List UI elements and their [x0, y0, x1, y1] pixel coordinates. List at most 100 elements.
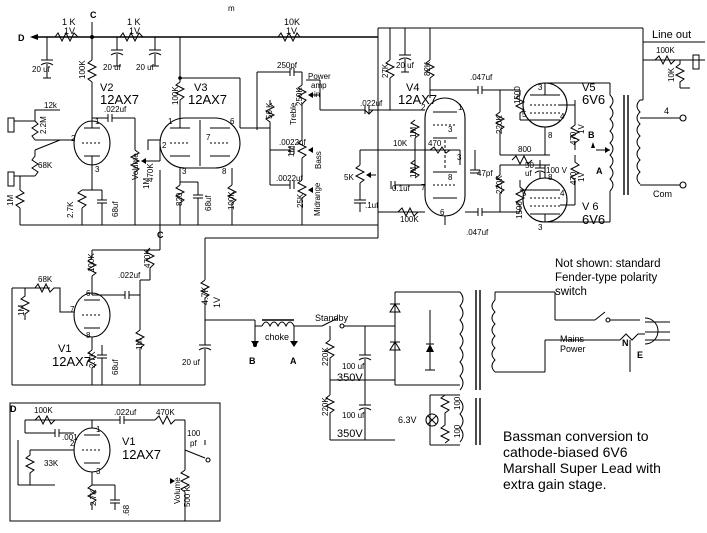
extra-volume-pot-value: 500 K — [183, 485, 192, 507]
v1-pin-6: 6 — [86, 289, 91, 298]
heater-resistor-bottom: 100 — [453, 424, 462, 438]
v1b-pin-3: 3 — [96, 467, 101, 476]
v1-input-resistor-mid: 68K — [38, 275, 53, 284]
v6-pin-8: 8 — [548, 173, 553, 182]
v4-tail-resistor: 470 — [428, 139, 442, 148]
com-label: Com — [653, 189, 672, 199]
v3-pin-8: 8 — [222, 167, 227, 176]
v1b-pin-2: 2 — [70, 439, 75, 448]
filter-cap-20uf-d-value: 20 uf — [396, 61, 415, 70]
tube-v1-bottom-label: V1 — [122, 436, 135, 448]
filter-cap-20uf-b-value: 20 uf — [103, 63, 122, 72]
v2-pin-2: 2 — [71, 134, 76, 143]
tube-v2-type: 12AX7 — [100, 92, 139, 107]
v6-pin-3: 3 — [538, 223, 543, 232]
v4-grid-resistor-a: 1M — [409, 127, 418, 138]
volume-bypass-resistor: 470K — [146, 163, 155, 182]
v3-pin-1: 1 — [168, 117, 173, 126]
extra-stage-series-resistor: 470K — [156, 408, 175, 417]
v5-pin-5: 5 — [522, 110, 527, 119]
tube-v6 — [522, 177, 568, 223]
v3-plate-resistor: 100K — [171, 86, 180, 105]
tone-cap-0022-mid: .0022uf — [279, 138, 306, 147]
screen-resistor-top: 470 — [569, 131, 578, 145]
line-out-label: Line out — [652, 29, 691, 41]
v4-bias-resistor: 10K — [393, 139, 408, 148]
v2-coupling-cap: .022uf — [104, 105, 127, 114]
mains-power-line2: Power — [560, 344, 586, 354]
extra-stage-coupling-cap: .022uf — [114, 408, 137, 417]
node-a-ot: A — [596, 166, 603, 176]
volume-label-v2: Volume — [131, 153, 140, 180]
line-out-resistor-100k: 100K — [656, 46, 675, 55]
v4-pin-1: 1 — [458, 103, 463, 112]
tube-v4 — [424, 97, 466, 217]
filter-cap-20uf-c — [148, 37, 162, 67]
node-d-top: D — [18, 33, 25, 43]
v3-pin-6: 6 — [230, 117, 235, 126]
tube-v3-label: V3 — [194, 82, 207, 94]
midrange-pot-value: 25K — [296, 193, 305, 208]
v1-pin-7: 7 — [70, 305, 75, 314]
screen-resistor-bottom-watt: 1V — [577, 172, 586, 182]
pi-47pf-cap: 47pf — [477, 169, 493, 178]
power-amp-in-line3: in — [314, 90, 320, 99]
v4-pin-8: 8 — [448, 173, 453, 182]
caption-line-1: Bassman conversion to — [503, 428, 649, 444]
v4-feedback-resistor: 100K — [400, 215, 419, 224]
line-out-resistor-10k: 10K — [667, 67, 676, 82]
bass-label: Bass — [314, 151, 323, 169]
v2-pin-3: 3 — [95, 165, 100, 174]
screen-resistor-top-watt: 1V — [577, 124, 586, 134]
tube-v6-type: 6V6 — [582, 212, 605, 227]
v5-pin-3: 3 — [538, 83, 543, 92]
midrange-label: Midrange — [313, 182, 322, 216]
rail-resistor-1k-b-voltage: 1V — [129, 26, 140, 36]
pi-output-cap-top: .047uf — [470, 73, 493, 82]
power-cathode-resistor: 800 — [518, 145, 532, 154]
rail-resistor-1k-b — [119, 31, 144, 43]
bright-cap-unit: pf — [190, 439, 197, 448]
heater-voltage: 6.3V — [398, 415, 417, 425]
v1-pin-8: 8 — [86, 331, 91, 340]
treble-pot-value: 250K — [295, 87, 304, 106]
power-grid-leak-top: 220K — [495, 115, 504, 134]
tube-v4-type: 12AX7 — [398, 92, 437, 107]
v1-bypass-resistor-mid: 470K — [143, 249, 152, 268]
b-plus-resistor-watt: 1V — [212, 297, 222, 308]
v2-plate-resistor: 100K — [78, 60, 87, 79]
tube-v2-label: V2 — [100, 82, 113, 94]
standby-label: Standby — [315, 313, 349, 323]
node-c-top: C — [90, 10, 97, 20]
note-line-1: Not shown: standard — [555, 258, 661, 270]
choke — [255, 319, 310, 328]
input-resistor-22m: 2.2M — [39, 116, 48, 134]
bass-pot-value: 1M — [287, 146, 296, 157]
v5-pin-8: 8 — [548, 131, 553, 140]
tube-v5-type: 6V6 — [582, 92, 605, 107]
rectifier — [389, 291, 460, 386]
node-e: E — [637, 350, 643, 360]
v3-pin-7: 7 — [206, 133, 211, 142]
node-a-choke: A — [290, 356, 297, 366]
node-b-ot: B — [588, 130, 595, 140]
v4-plate-b-resistor: 82K — [423, 61, 432, 76]
v1b-pin-1: 1 — [96, 425, 101, 434]
mains-power-line1: Mains — [560, 334, 585, 344]
rail-resistor-1k-a-voltage: 1V — [64, 26, 75, 36]
tube-v1-bottom-type: 12AX7 — [122, 447, 161, 462]
tube-v4-label: V4 — [406, 82, 419, 94]
v4-pin-2: 2 — [421, 103, 426, 112]
presence-cap: .1uf — [365, 201, 379, 210]
rail-resistor-1k-b-value: 1 K — [127, 17, 141, 27]
tube-v3-type: 12AX7 — [188, 92, 227, 107]
rail-resistor-1k-a — [54, 31, 79, 43]
treble-label: Treble — [289, 102, 298, 125]
supply-rail — [30, 27, 705, 225]
reservoir-cap-top-voltage: 350V — [337, 372, 363, 384]
reservoir-cap-top: 100 uf — [342, 362, 365, 371]
caption-line-2: cathode-biased 6V6 — [503, 444, 628, 460]
tube-v2 — [73, 100, 111, 175]
rail-resistor-10k-value: 10K — [284, 17, 300, 27]
caption-line-4: extra gain stage. — [503, 476, 607, 492]
